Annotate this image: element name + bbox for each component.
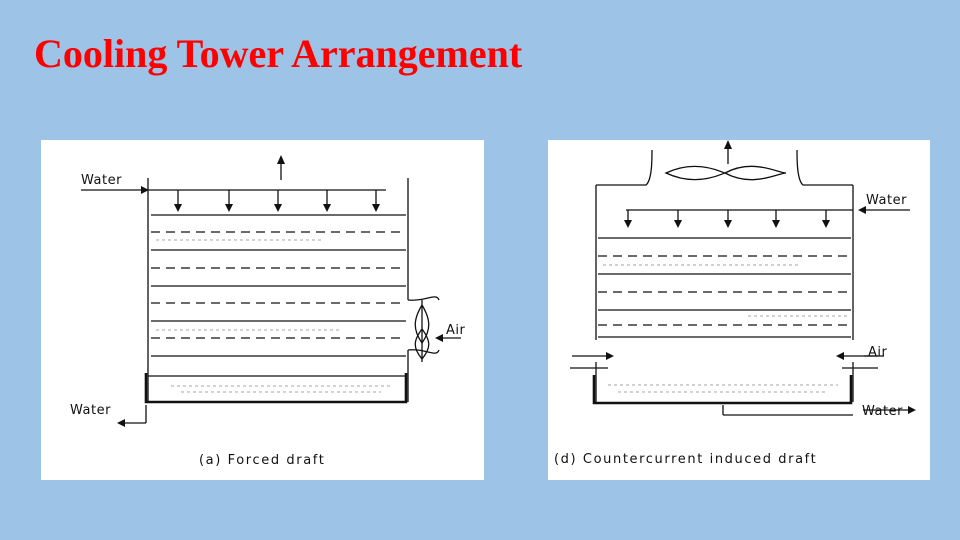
stack-right-shoulder [796, 149, 853, 186]
water-basin [144, 373, 408, 404]
water-outlet-label: Water [70, 403, 111, 418]
diagram-caption: (d) Countercurrent induced draft [554, 452, 817, 467]
water-inlet-label: Water [81, 173, 122, 188]
water-basin [592, 375, 853, 405]
countercurrent-induced-draft-diagram: Water [548, 140, 930, 480]
induced-draft-schematic: Water [554, 140, 916, 467]
air-inlet-label: Air [446, 323, 466, 338]
forced-draft-diagram: Water [41, 140, 484, 480]
slide-title: Cooling Tower Arrangement [34, 31, 523, 76]
spray-arrows [624, 210, 830, 228]
forced-draft-schematic: Water [70, 155, 466, 468]
forced-draft-fan-icon [407, 296, 440, 362]
spray-arrows [174, 190, 380, 212]
fill-packing [598, 237, 851, 338]
water-inlet-arrowhead [141, 186, 149, 194]
diagram-caption: (a) Forced draft [199, 453, 325, 468]
air-inlet-arrows [570, 352, 884, 369]
fill-packing [151, 214, 406, 357]
water-inlet-label: Water [866, 193, 907, 208]
induced-fan-blade-left [664, 165, 726, 181]
induced-fan-blade-right [723, 165, 787, 181]
air-inlet-label: Air [868, 345, 888, 360]
stack-left-shoulder [596, 149, 653, 186]
water-outlet-label: Water [862, 404, 903, 419]
